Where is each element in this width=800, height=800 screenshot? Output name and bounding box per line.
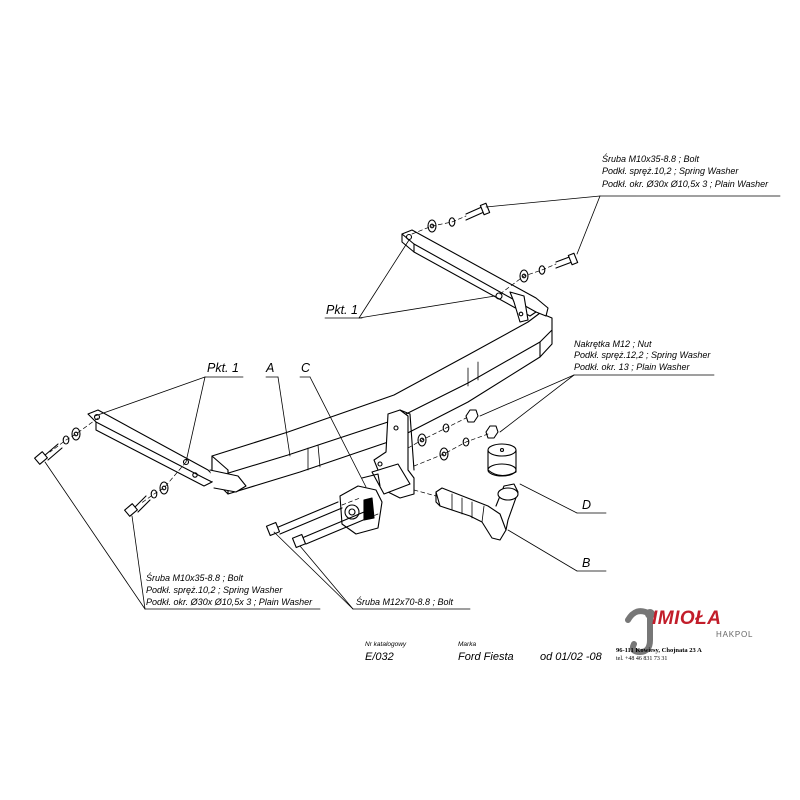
callout-top-right-line3: Podkł. okr. Ø30x Ø10,5x 3 ; Plain Washer xyxy=(602,179,769,189)
make-caption: Marka xyxy=(458,641,477,648)
label-part-d: D xyxy=(582,498,592,512)
catalog-value: E/032 xyxy=(365,651,394,663)
leader-lines xyxy=(44,195,781,610)
label-part-a: A xyxy=(266,361,275,375)
hakpol-hook-logo xyxy=(625,608,655,656)
socket-plate xyxy=(339,473,383,535)
callout-bottom-left-line3: Podkł. okr. Ø30x Ø10,5x 3 ; Plain Washer xyxy=(146,597,313,607)
ball-cover xyxy=(487,443,517,477)
fasteners-left xyxy=(34,427,169,517)
make-value: Ford Fiesta xyxy=(458,651,514,663)
brand-address: 96-111 Kowiesy, Chojnata 23 A xyxy=(616,647,702,654)
center-plate xyxy=(371,409,415,499)
callout-top-right-line1: Śruba M10x35-8.8 ; Bolt xyxy=(602,154,700,164)
production-years: od 01/02 -08 xyxy=(540,651,602,663)
assembly-lines xyxy=(49,215,557,519)
callout-long-bolt: Śruba M12x70-8.8 ; Bolt xyxy=(356,597,454,607)
label-part-c: C xyxy=(301,361,311,375)
brand-phone: tel. +48 46 831 73 31 xyxy=(616,656,668,662)
label-pkt-left: Pkt. 1 xyxy=(207,361,239,375)
ball-neck xyxy=(435,483,519,541)
callout-nut-line2: Podkł. spręż.12,2 ; Spring Washer xyxy=(574,350,711,360)
label-part-b: B xyxy=(582,556,591,570)
brand-sub: HAKPOL xyxy=(716,630,754,639)
callout-top-right-line2: Podkł. spręż.10,2 ; Spring Washer xyxy=(602,166,739,176)
right-bracket-arm xyxy=(401,229,549,323)
left-bracket-arm xyxy=(87,409,247,493)
callout-nut-line3: Podkł. okr. 13 ; Plain Washer xyxy=(574,362,690,372)
callout-bottom-left-line2: Podkł. spręż.10,2 ; Spring Washer xyxy=(146,585,283,595)
callout-bottom-left-line1: Śruba M10x35-8.8 ; Bolt xyxy=(146,573,244,583)
callout-nut-line1: Nakrętka M12 ; Nut xyxy=(574,339,652,349)
catalog-caption: Nr katalogowy xyxy=(365,641,407,648)
long-bolts xyxy=(265,501,369,549)
fasteners-top-right xyxy=(427,202,579,283)
brand-name: IMIOŁA xyxy=(652,608,722,629)
label-pkt-upper: Pkt. 1 xyxy=(326,303,358,317)
